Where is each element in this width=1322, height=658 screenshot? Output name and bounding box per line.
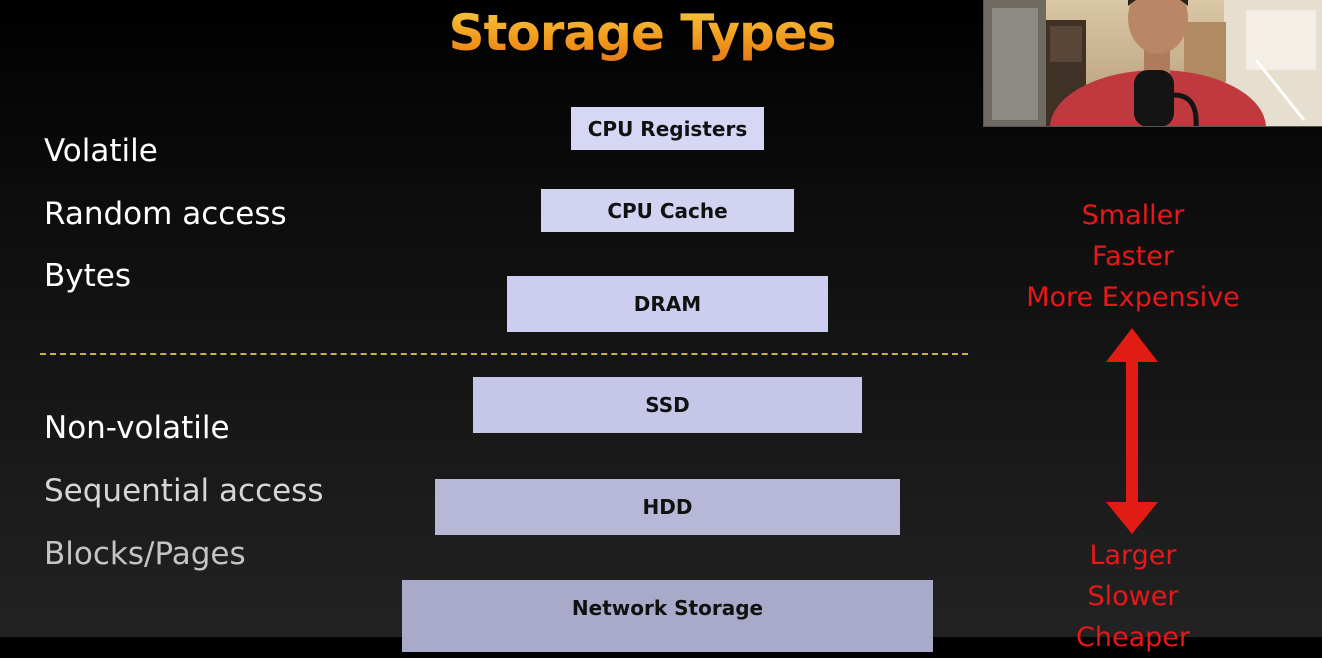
property-non-volatile: Non-volatile [44, 410, 230, 446]
property-random-access: Random access [44, 196, 287, 232]
layer-network-storage: Network Storage [402, 580, 933, 652]
note-more-expensive: More Expensive [1026, 282, 1240, 313]
note-larger: Larger [1089, 540, 1177, 571]
layer-ssd: SSD [473, 377, 862, 433]
layer-cpu-cache: CPU Cache [541, 189, 794, 232]
note-cheaper: Cheaper [1076, 622, 1190, 653]
property-bytes: Bytes [44, 258, 131, 294]
volatile-divider-line [40, 353, 968, 355]
presenter-webcam-video [983, 0, 1322, 127]
double-arrow-icon [1106, 328, 1158, 534]
note-faster: Faster [1092, 241, 1174, 272]
layer-cpu-registers: CPU Registers [571, 107, 764, 150]
note-slower: Slower [1087, 581, 1179, 612]
property-blocks-pages: Blocks/Pages [44, 536, 246, 572]
layer-hdd: HDD [435, 479, 900, 535]
note-smaller: Smaller [1081, 200, 1185, 231]
slide-title: Storage Types [440, 2, 844, 64]
property-sequential-access: Sequential access [44, 473, 324, 509]
property-volatile: Volatile [44, 133, 158, 169]
presenter-video-frame [984, 0, 1322, 126]
layer-dram: DRAM [507, 276, 828, 332]
